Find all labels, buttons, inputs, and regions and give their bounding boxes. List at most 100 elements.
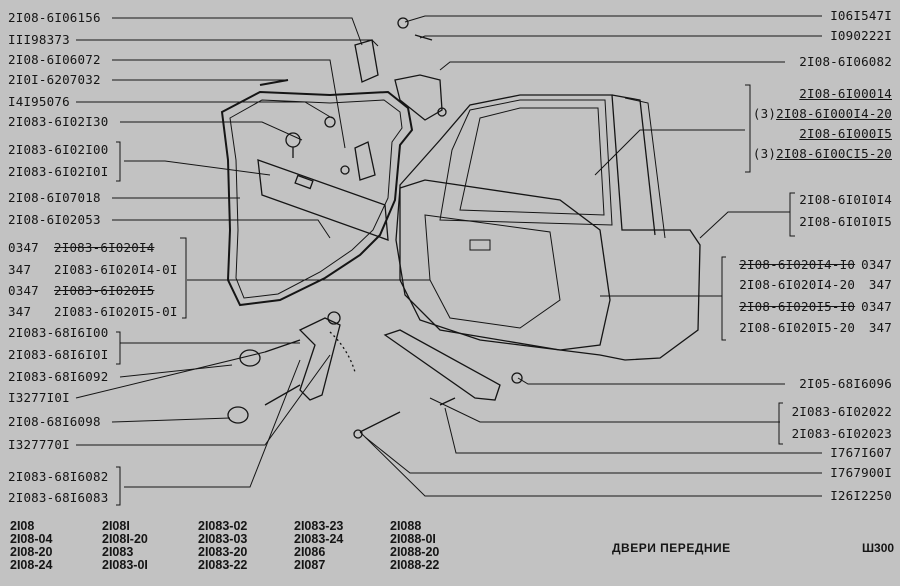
part-label: 2I08-6I0I0I5 [799,215,892,229]
trim-strip [257,159,389,241]
part-number: 2I083-6I02I30 [8,114,109,129]
part-number: I4I95076 [8,94,70,109]
left-brackets [116,141,187,506]
part-number: 2I08-6I00014 [799,86,892,101]
model-item: 2I086 [294,545,326,559]
part-label: 2I083-6I02I0I [8,165,108,179]
part-number: I327770I [8,437,70,452]
model-item: 2I083-23 [294,519,344,533]
part-label: I090222I [830,29,892,43]
part-code: 0347 [861,257,892,272]
part-number: 2I083-6I020I5 [54,283,155,298]
model-column-1: 2I08 2I08-04 2I08-20 2I08-24 [10,520,52,572]
part-label: III98373 [8,33,70,47]
part-label: 2I083-68I6I0I [8,348,108,362]
part-number: 2I083-6I02023 [791,426,892,441]
model-item: 2I088 [390,519,422,533]
part-label: 2I05-68I6096 [799,377,892,391]
part-label: 2I08-6I020I5-20 347 [739,321,892,335]
door-inner-panel [395,179,611,351]
part-number: 2I08-6I020I5-20 [739,320,856,335]
part-label: 2I083-6I02022 [792,405,892,419]
part-label: I06I547I [830,9,892,23]
part-label: 2I08-6I0I0I4 [799,193,892,207]
part-label: 2I08-6I000I5 [799,127,892,141]
part-label: 2I08-6I06082 [799,55,892,69]
model-item: 2I083 [102,545,134,559]
right-leader-lines [359,15,822,497]
part-label: 2I083-68I6083 [8,491,108,505]
part-number: 2I08-6I06156 [8,10,101,25]
part-code: 347 [8,304,32,319]
part-label: 2I08-6I07018 [8,191,101,205]
part-number: 2I08-6I020I4-20 [739,277,856,292]
part-number: 2I083-68I6083 [8,490,109,505]
part-label: I327770I [8,438,70,452]
part-number: 2I083-6I02022 [791,404,892,419]
model-item: 2I083-0I [102,558,148,572]
part-label: 2I083-68I6082 [8,470,108,484]
part-number: 2I05-68I6096 [799,376,892,391]
model-item: 2I08-24 [10,558,53,572]
part-label: 2I08-6I02053 [8,213,101,227]
part-label: 347 2I083-6I020I5-0I [8,305,178,319]
part-label: (3)2I08-6I00CI5-20 [753,147,892,161]
door-shell [399,94,701,361]
part-code: 347 [861,277,892,292]
part-label: I26I2250 [830,489,892,503]
part-number: 2I083-6I02I00 [8,142,109,157]
part-code: 0347 [8,283,39,298]
part-number: 2I08-6I000I4-20 [776,106,892,121]
part-number: 2I08-6I020I4-I0 [739,257,856,272]
part-number: III98373 [8,32,70,47]
part-number: 2I083-68I6082 [8,469,109,484]
part-number: 2I083-68I6I00 [8,325,109,340]
part-number: 2I08-6I0I0I4 [799,192,892,207]
model-column-2: 2I08I 2I08I-20 2I083 2I083-0I [102,520,148,572]
part-number: 2I08-68I6098 [8,414,101,429]
model-column-3: 2I083-02 2I083-03 2I083-20 2I083-22 [198,520,247,572]
armrest-parts [227,311,523,439]
part-number: 2I08-6I0I0I5 [799,214,892,229]
part-label: I767I607 [830,446,892,460]
page-title: ДВЕРИ ПЕРЕДНИЕ [612,541,731,555]
model-item: 2I083-20 [198,545,248,559]
part-number: 2I083-68I6092 [8,369,109,384]
part-number: 2I08-6I06072 [8,52,101,67]
part-number: 2I083-6I02I0I [8,164,109,179]
part-number: 2I08-6I06082 [799,54,892,69]
model-item: 2I08 [10,519,35,533]
part-label: I3277I0I [8,391,70,405]
part-number: I26I2250 [830,488,892,503]
part-label: 2I083-6I02I00 [8,143,108,157]
door-seal [220,90,414,307]
part-label: 2I083-68I6I00 [8,326,108,340]
hinge-parts [259,17,447,181]
model-item: 2I08I-20 [102,532,148,546]
part-number: 2I08-6I07018 [8,190,101,205]
page-code: Ш300 [862,541,895,555]
part-number: I090222I [830,28,892,43]
model-item: 2I08-04 [10,532,53,546]
model-item: 2I08-20 [10,545,53,559]
part-code: 347 [861,320,892,335]
part-number: 2I08-6I00CI5-20 [776,146,892,161]
part-number: I3277I0I [8,390,70,405]
part-number: 2I08-6I020I5-I0 [739,299,856,314]
part-label: 2I083-6I02I30 [8,115,108,129]
model-item: 2I08I [102,519,130,533]
part-label: 2I0I-6207032 [8,73,101,87]
part-label: I767900I [830,466,892,480]
part-label: 2I08-6I00014 [799,87,892,101]
part-number: 2I083-6I020I5-0I [54,304,178,319]
part-label: 0347 2I083-6I020I5 [8,284,154,298]
model-item: 2I087 [294,558,326,572]
model-item: 2I088-20 [390,545,440,559]
part-label: I4I95076 [8,95,70,109]
model-item: 2I083-22 [198,558,248,572]
part-quantity: (3) [752,106,777,121]
part-label: 2I08-6I06156 [8,11,101,25]
part-number: 2I08-6I02053 [8,212,101,227]
